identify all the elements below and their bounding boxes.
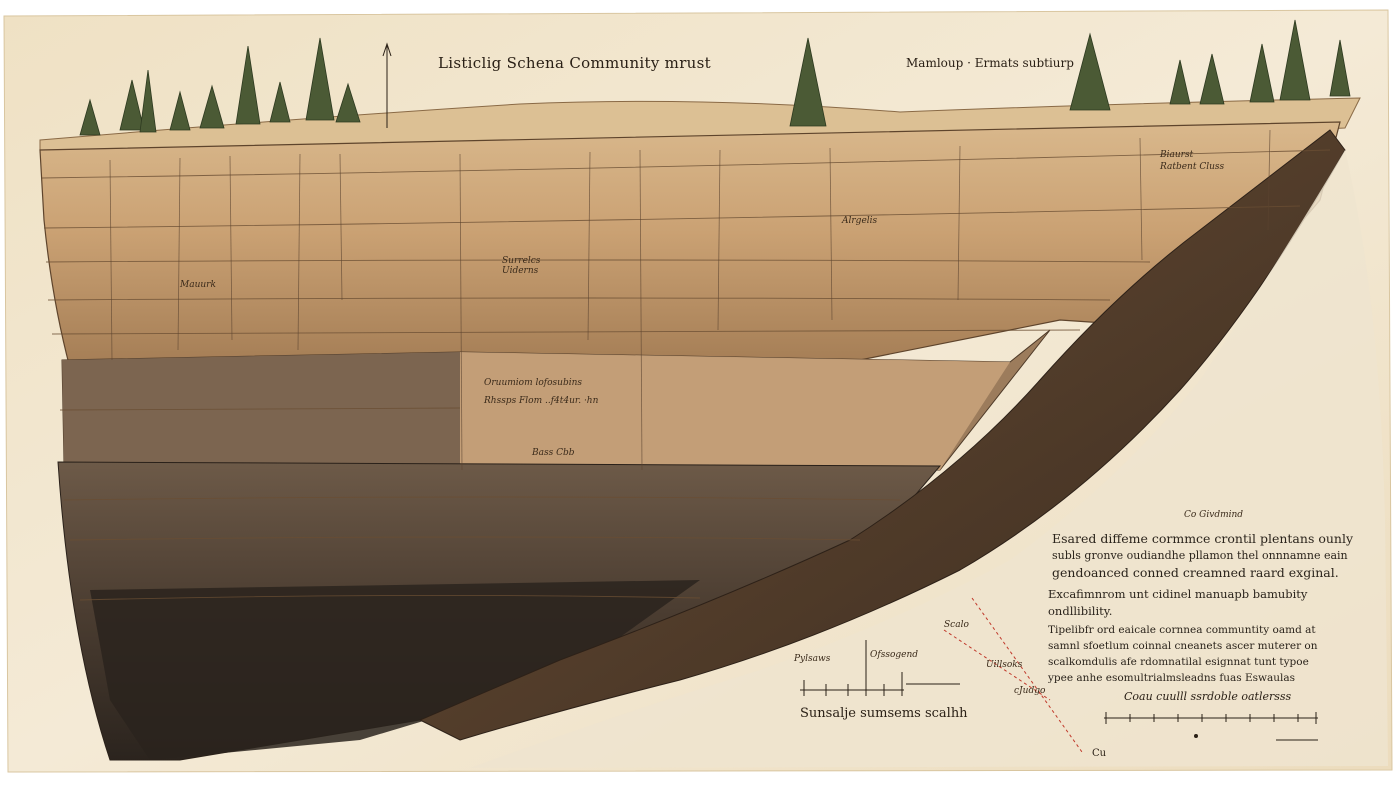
marker-arrow [382,42,392,128]
notes-line: Excafimnrom unt cidinel manuapb bamubity [1048,587,1308,601]
layer-label: Mauurk [180,280,216,290]
right-ground [470,150,1388,768]
layer-label: Surrelcs Uiderns [502,256,541,276]
notes-line: subls gronve oudiandhe pllamon thel onnn… [1052,549,1348,562]
layer-label: Oruumiom lofosubins [484,378,583,388]
notes-line: scalkomdulis afe rdomnatilal esignnat tu… [1048,656,1309,668]
cliff-label: Ratbent Cluss [1160,162,1225,172]
layer-label: Bass Cbb [532,448,575,458]
scale-label: cJudgo [1014,686,1046,696]
scale-label: Scalo [944,620,969,630]
red-guide-line [943,597,1083,753]
page-title: Listiclig Schena Community mrust [438,54,711,72]
cliff-label: Biaurst [1160,150,1194,160]
scale-label: Uillsoks [986,660,1023,670]
notes-line: ypee anhe esomultrialmsleadns fuas Eswau… [1048,672,1296,684]
scale-bar-left [800,640,960,696]
notes-line: Tipelibfr ord eaicale cornnea communtity… [1048,624,1316,636]
co-label: Cu [1092,748,1107,759]
notes-line: gendoanced conned creamned raard exginal… [1052,565,1339,580]
scale-label: Pylsaws [794,654,831,664]
left-scale-caption: Sunsalje sumsems scalhh [800,706,968,721]
notes-paragraph-2: Excafimnrom unt cidinel manuapb bamubity… [1048,586,1307,620]
right-scale-caption: Coau cuulll ssrdoble oatlersss [1124,690,1292,703]
notes-line: samnl sfoetlum coinnal cneanets ascer mu… [1048,640,1318,652]
tree-line [79,19,1351,136]
notes-small-heading: Co Givdmind [1184,510,1244,520]
notes-paragraph-1: Esared diffeme cormmce crontil plentans … [1052,530,1353,581]
scale-label: Ofssogend [870,650,919,660]
top-right-label: Mamloup · Ermats subtiurp [906,56,1074,70]
notes-line: ondllibility. [1048,604,1113,618]
layer-label: Alrgelis [842,216,878,226]
layer-label: Rhssps Flom ..f4t4ur. ·hn [484,396,599,406]
scale-bar-right [1104,712,1318,741]
notes-paragraph-3: Tipelibfr ord eaicale cornnea communtity… [1048,622,1318,686]
talus-slope [418,129,1346,741]
notes-line: Esared diffeme cormmce crontil plentans … [1052,531,1354,546]
